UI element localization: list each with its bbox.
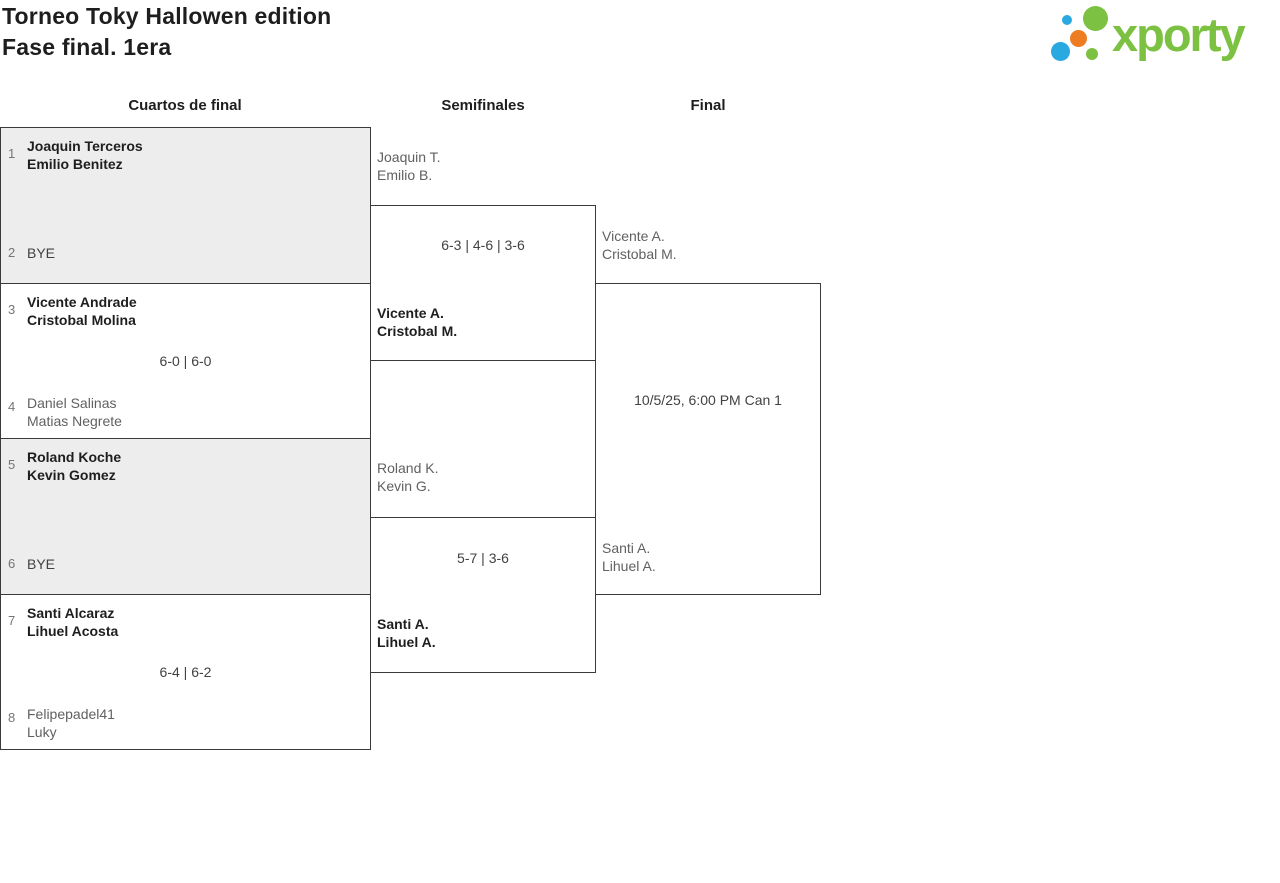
player-name: Santi A. [377,616,429,632]
player-name: Santi A. [602,540,651,556]
player-name: Daniel Salinas [27,395,117,411]
logo-dot-icon [1062,15,1072,25]
player-name: Luky [27,724,57,740]
player-name: Roland Koche [27,449,122,465]
team-name: Joaquin T. Emilio B. [377,148,441,184]
quarterfinal-match-3: 5 Roland Koche Kevin Gomez 6 BYE [1,438,370,594]
seed-number: 3 [8,301,16,317]
bye-label: BYE [27,244,56,261]
quarterfinal-match-4: 7 Santi Alcaraz Lihuel Acosta 6-4 | 6-2 … [1,593,370,749]
player-name: Matias Negrete [27,413,122,429]
player-name: Lihuel A. [377,634,436,650]
player-name: Emilio B. [377,167,433,183]
tournament-name: Torneo Toky Hallowen edition [2,3,332,29]
player-name: Cristobal M. [602,246,677,262]
team-name: Felipepadel41 Luky [27,705,115,741]
seed-number: 4 [8,399,16,414]
team-name: BYE [27,555,55,573]
logo-dot-icon [1086,48,1098,60]
player-name: Lihuel Acosta [27,622,119,639]
team-name: Vicente A. Cristobal M. [602,227,677,263]
seed-number: 1 [8,146,16,161]
match-score: 5-7 | 3-6 [457,550,509,566]
team-name: BYE [27,244,55,262]
team-name: Roland K. Kevin G. [377,459,438,495]
player-name: Vicente A. [602,228,665,244]
team-name: Joaquin Terceros Emilio Benitez [27,137,143,173]
semifinal-match-2-box [370,517,596,673]
player-name: Joaquin T. [377,149,441,165]
xporty-logo[interactable]: xporty [1048,0,1280,72]
player-name: Cristobal Molina [27,311,136,328]
player-name: Joaquin Terceros [27,138,143,154]
bye-label: BYE [27,555,56,572]
player-name: Vicente A. [377,305,444,321]
team-name: Santi A. Lihuel A. [377,615,436,651]
player-name: Roland K. [377,460,439,476]
phase-name: Fase final. 1era [2,34,172,60]
page-title: Torneo Toky Hallowen edition Fase final.… [2,1,331,63]
team-name: Vicente Andrade Cristobal Molina [27,293,137,329]
final-match-box [595,283,821,595]
team-name: Santi Alcaraz Lihuel Acosta [27,604,118,640]
seed-number: 2 [8,244,16,260]
player-name: Felipepadel41 [27,706,115,722]
player-name: Emilio Benitez [27,156,123,172]
quarterfinal-match-2: 3 Vicente Andrade Cristobal Molina 6-0 |… [1,282,370,438]
match-score: 6-3 | 4-6 | 3-6 [441,237,525,253]
logo-wordmark: xporty [1112,8,1246,61]
team-name: Santi A. Lihuel A. [602,539,656,575]
player-name: Vicente Andrade [27,293,137,310]
round-header-semifinals: Semifinales [441,97,525,114]
seed-number: 6 [8,555,16,571]
player-name: Santi Alcaraz [27,604,115,621]
logo-dot-icon [1051,42,1070,61]
round-header-quarterfinals: Cuartos de final [128,97,242,114]
match-score: 6-4 | 6-2 [159,663,212,680]
player-name: Cristobal M. [377,323,458,339]
match-score: 6-0 | 6-0 [159,352,212,369]
team-name: Daniel Salinas Matias Negrete [27,394,122,430]
seed-number: 8 [8,710,16,725]
player-name: Kevin Gomez [27,467,116,483]
team-name: Roland Koche Kevin Gomez [27,448,121,484]
player-name: Kevin G. [377,478,431,494]
seed-number: 7 [8,612,16,628]
quarterfinal-match-1: 1 Joaquin Terceros Emilio Benitez 2 BYE [1,128,370,283]
match-schedule: 10/5/25, 6:00 PM Can 1 [634,392,782,408]
team-name: Vicente A. Cristobal M. [377,304,457,340]
logo-dot-icon [1083,6,1108,31]
player-name: Lihuel A. [602,558,656,574]
logo-dot-icon [1070,30,1087,47]
quarterfinals-column: 1 Joaquin Terceros Emilio Benitez 2 BYE … [0,127,371,750]
round-header-final: Final [690,97,726,114]
seed-number: 5 [8,457,16,472]
